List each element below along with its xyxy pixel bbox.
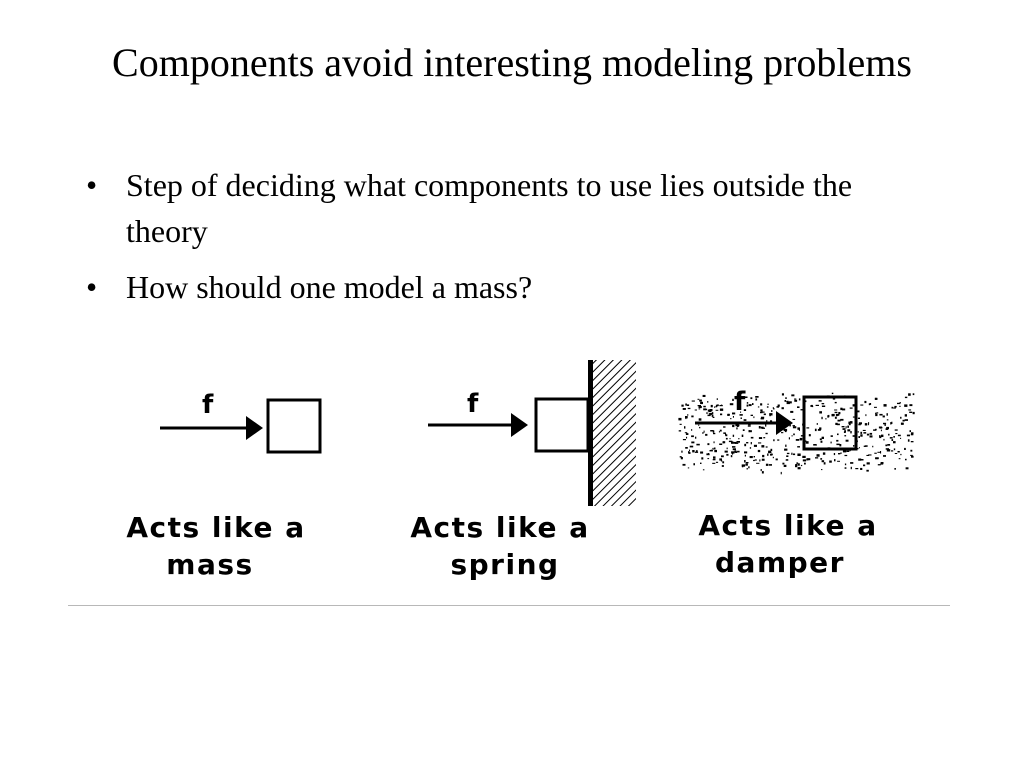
slide-title: Components avoid interesting modeling pr… [112, 40, 912, 85]
bullet-icon: • [86, 269, 98, 305]
bullet-text: How should one model a mass? [126, 269, 533, 305]
force-arrow-icon [160, 416, 263, 440]
bullet-item: • Step of deciding what components to us… [86, 162, 906, 254]
bullet-text: Step of deciding what components to use … [126, 167, 853, 249]
caption-line-2: mass [166, 548, 253, 581]
mass-block-icon [802, 395, 858, 451]
caption-line-1: Acts like a [698, 509, 877, 542]
viscous-medium-icon [678, 392, 915, 475]
bullet-icon: • [86, 167, 98, 203]
caption-line-2: damper [715, 546, 845, 579]
mass-model-figure: f Acts like a mass f [100, 355, 920, 590]
force-label: f [202, 390, 214, 420]
damper-panel: f Acts like a damper [678, 387, 915, 579]
mass-block-icon [266, 398, 322, 454]
spring-panel: f Acts like a spring [410, 360, 636, 581]
horizontal-divider [68, 605, 950, 606]
wall-icon [588, 360, 636, 506]
mass-panel: f Acts like a mass [126, 390, 322, 581]
caption-line-1: Acts like a [410, 511, 589, 544]
caption-line-1: Acts like a [126, 511, 305, 544]
force-arrow-icon [428, 413, 528, 437]
force-label: f [467, 389, 479, 419]
force-label: f [734, 387, 746, 417]
caption-line-2: spring [450, 548, 559, 581]
bullet-item: • How should one model a mass? [86, 264, 906, 310]
force-arrow-icon [695, 411, 793, 435]
bullet-list: • Step of deciding what components to us… [86, 162, 906, 320]
mass-block-icon [534, 397, 590, 453]
